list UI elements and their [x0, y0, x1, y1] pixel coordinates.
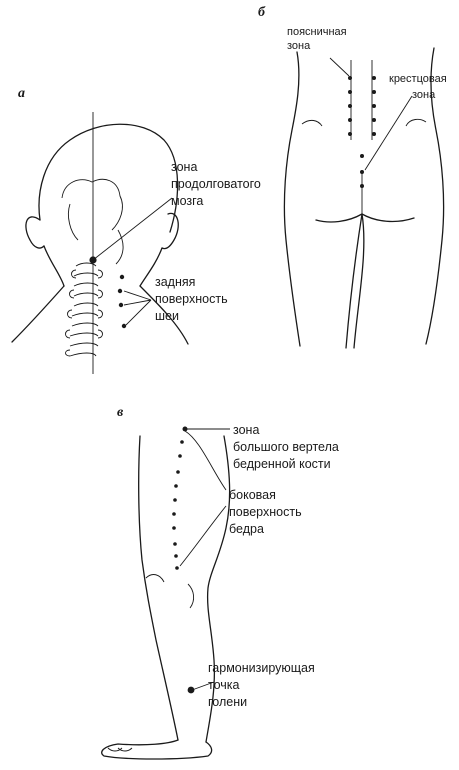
panel-a: а — [11, 86, 264, 374]
label-trochanter: зона большого вертела бедренной кости — [233, 423, 342, 471]
panel-c: в — [101, 405, 342, 760]
label-sacral: крестцовая зона — [389, 73, 450, 101]
panel-a-letter: а — [18, 86, 25, 101]
label-neck: задняя поверхность шеи — [155, 275, 231, 323]
sacral-points — [360, 95, 413, 188]
medulla-leader — [92, 197, 173, 261]
label-lumbar: поясничная зона — [287, 26, 350, 52]
label-thigh: боковая поверхность бедра — [229, 488, 305, 536]
neck-points — [117, 274, 152, 329]
label-shin: гармонизирующая точка голени — [208, 661, 318, 709]
shin-point — [187, 686, 195, 694]
leg-outline — [101, 435, 231, 760]
panel-b: б — [258, 5, 450, 349]
thigh-points — [172, 426, 230, 570]
shin-leader — [191, 681, 215, 691]
cervical-spine — [65, 262, 103, 357]
head-outline — [11, 112, 189, 374]
lumbar-points — [329, 57, 376, 136]
torso-outline — [283, 47, 445, 349]
panel-c-letter: в — [117, 405, 124, 420]
panel-b-letter: б — [258, 5, 266, 20]
label-medulla: зона продолговатого мозга — [171, 160, 264, 208]
